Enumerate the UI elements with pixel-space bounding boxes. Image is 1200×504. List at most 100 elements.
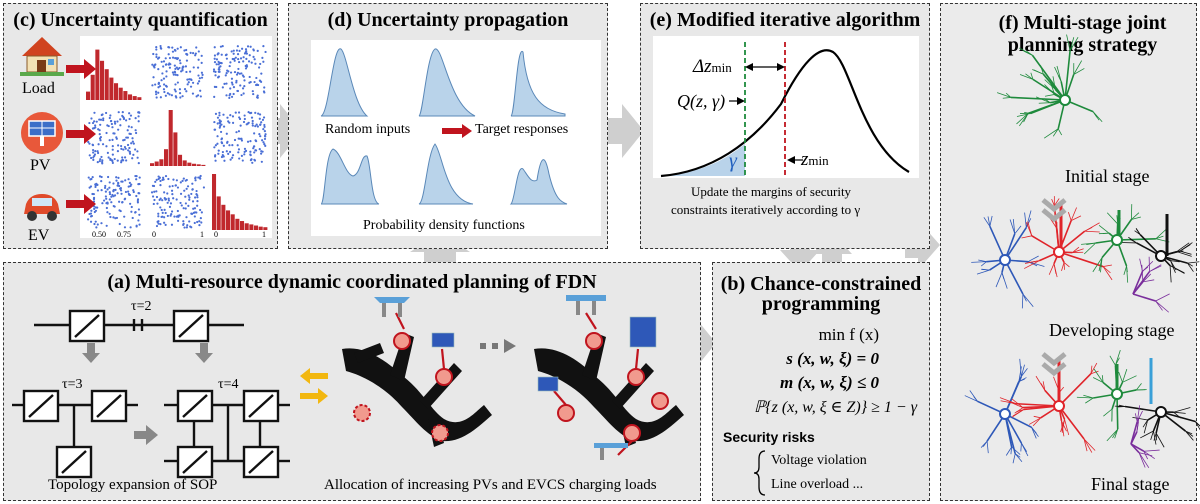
scatter-point	[200, 76, 204, 79]
scatter-point	[94, 124, 97, 127]
scatter-point	[264, 135, 267, 138]
scatter-point	[240, 139, 244, 142]
panel-multi-stage-planning: (f) Multi-stage joint planning strategy …	[940, 3, 1200, 501]
scatter-point	[105, 197, 108, 200]
scatter-point	[94, 126, 97, 129]
scatter-point	[259, 135, 262, 138]
scatter-point	[256, 83, 259, 86]
scatter-point	[217, 70, 220, 73]
scatter-point	[163, 208, 166, 211]
feeder-line-final	[1020, 364, 1025, 377]
scatter-point	[112, 216, 115, 219]
scatter-point	[93, 207, 96, 210]
network-maps	[964, 34, 1200, 469]
scatter-point	[105, 224, 108, 227]
scatter-point	[261, 118, 265, 121]
scatter-point	[183, 226, 186, 229]
histogram-bar	[212, 174, 217, 230]
scatter-point	[162, 88, 166, 91]
scatter-point	[91, 148, 95, 152]
caption-line1: Update the margins of security	[691, 184, 852, 199]
scatter-point	[240, 154, 244, 157]
scatter-point	[245, 65, 249, 68]
feeder-line-developing	[1083, 242, 1096, 255]
feeder-line-final	[1153, 433, 1157, 441]
histogram-bar	[104, 69, 109, 100]
scatter-point	[252, 92, 255, 96]
feeder-line-initial	[1023, 113, 1029, 123]
scatter-point	[186, 78, 189, 81]
feeder-line-developing	[1135, 228, 1141, 235]
scatter-point	[247, 111, 250, 114]
scatter-point	[123, 215, 126, 218]
scatter-point	[176, 81, 179, 84]
scatter-point	[166, 192, 169, 195]
scatter-point	[106, 175, 110, 179]
scatter-point	[179, 181, 182, 184]
scatter-point	[176, 219, 180, 222]
scatter-point	[87, 176, 90, 179]
scatter-point	[192, 66, 195, 69]
feeder-line-developing	[987, 216, 991, 227]
scatter-point	[128, 112, 131, 115]
scatter-point	[151, 184, 155, 187]
scatter-point	[108, 181, 111, 184]
scatter-point	[198, 80, 201, 83]
scatter-point	[174, 73, 177, 76]
scatter-point	[99, 139, 102, 142]
scatter-point	[230, 50, 233, 53]
scatter-point	[162, 178, 165, 181]
histogram-bar	[159, 159, 164, 166]
scatter-point	[126, 129, 129, 132]
scatter-point	[129, 114, 133, 117]
scatter-point	[135, 175, 138, 178]
scatter-point	[102, 199, 106, 202]
feeder-line-developing	[1098, 224, 1110, 234]
scatter-point	[130, 205, 133, 209]
scatter-point	[170, 189, 174, 192]
scatter-point	[94, 220, 97, 223]
scatter-point	[182, 65, 185, 68]
scatter-point	[200, 221, 203, 224]
scatter-point	[100, 222, 103, 225]
scatter-point	[258, 132, 261, 136]
feeder-line-final	[1085, 397, 1094, 404]
panel-f-title-1: (f) Multi-stage joint	[998, 12, 1167, 34]
scatter-point	[226, 116, 229, 119]
scatter-point	[228, 96, 231, 100]
scatter-point	[163, 221, 166, 224]
scatter-point	[164, 84, 168, 87]
scatter-point	[120, 147, 123, 150]
feeder-line-developing	[1155, 293, 1170, 302]
scatter-point	[118, 200, 121, 203]
feeder-line-developing	[1012, 218, 1016, 234]
feeder-line-final	[1033, 415, 1041, 419]
histogram-bar	[90, 74, 95, 100]
scatter-point	[186, 53, 189, 56]
scatter-point	[255, 76, 258, 80]
scatter-point	[108, 139, 111, 142]
scatter-point	[218, 126, 221, 129]
scatter-point	[254, 125, 257, 128]
scatter-point	[134, 148, 137, 151]
scatter-point	[152, 52, 155, 56]
scatter-point	[111, 161, 114, 165]
scatter-point	[200, 71, 203, 74]
scatter-point	[237, 130, 241, 133]
scatter-point	[242, 120, 246, 124]
scatter-point	[160, 79, 163, 82]
feeder-line-final	[1090, 370, 1099, 375]
scatter-point	[235, 49, 239, 52]
histogram-bar	[196, 164, 201, 166]
scatter-point	[238, 116, 241, 119]
feeder-line-final	[1130, 421, 1139, 445]
scatter-point	[108, 116, 111, 120]
feeder-line-final	[1014, 453, 1023, 462]
feeder-line-developing	[1024, 212, 1027, 228]
histogram-bar	[192, 163, 197, 166]
scatter-point	[123, 156, 127, 159]
scatter-point	[164, 223, 167, 226]
scatter-point	[118, 222, 121, 226]
feeder-line-developing	[1131, 216, 1141, 220]
panel-multi-resource-planning: (a) Multi-resource dynamic coordinated p…	[3, 262, 701, 501]
